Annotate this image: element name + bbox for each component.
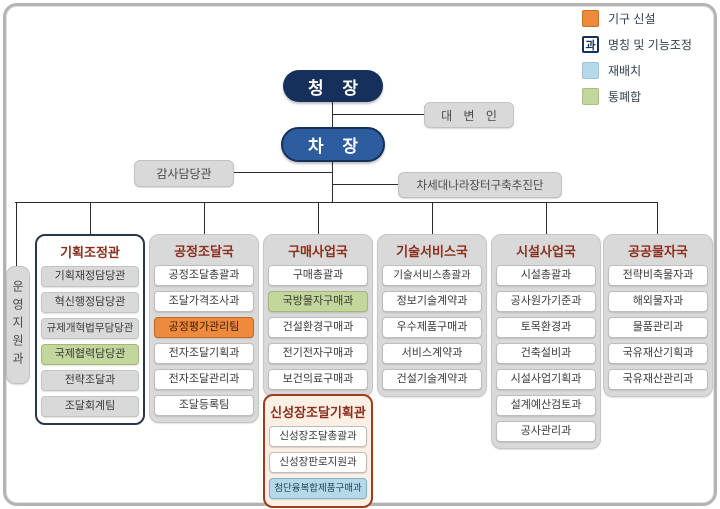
dept-item: 전기전자구매과 bbox=[268, 343, 368, 364]
connector-audit bbox=[231, 172, 332, 173]
dept-item: 신성장판로지원과 bbox=[269, 452, 367, 473]
column-title: 구매사업국 bbox=[288, 244, 348, 259]
connector-drop-col4 bbox=[432, 202, 433, 234]
legend-item-relocate: 재배치 bbox=[582, 61, 692, 80]
dept-item: 공정평가관리팀 bbox=[154, 317, 254, 338]
dept-item: 설계예산검토과 bbox=[496, 395, 596, 416]
node-spokesperson: 대 변 인 bbox=[424, 102, 514, 128]
dept-item: 물품관리과 bbox=[608, 317, 708, 338]
connector-drop-col3 bbox=[318, 202, 319, 234]
subgroup-title: 신성장조달기획관 bbox=[270, 405, 366, 420]
dept-item: 해외물자과 bbox=[608, 291, 708, 312]
dept-item: 공사원가기준과 bbox=[496, 291, 596, 312]
legend-item-rename: 과 명칭 및 기능조정 bbox=[582, 35, 692, 54]
legend-item-merge: 통폐합 bbox=[582, 87, 692, 106]
dept-item: 서비스계약과 bbox=[382, 343, 482, 364]
dept-item: 국제협력담당관 bbox=[41, 344, 139, 365]
column-title: 기술서비스국 bbox=[396, 244, 468, 259]
dept-item: 조달회계팀 bbox=[41, 396, 139, 417]
dept-item: 우수제품구매과 bbox=[382, 317, 482, 338]
dept-item: 구매총괄과 bbox=[268, 265, 368, 286]
connector-drop-operations bbox=[16, 202, 17, 266]
column-title: 기획조정관 bbox=[60, 245, 120, 260]
dept-item: 혁신행정담당관 bbox=[41, 292, 139, 313]
connector-main-rail bbox=[15, 202, 658, 203]
legend-label: 기구 신설 bbox=[608, 12, 656, 26]
node-operations-support: 운영지원과 bbox=[6, 266, 30, 384]
column-title: 시설사업국 bbox=[516, 244, 576, 259]
legend-label: 명칭 및 기능조정 bbox=[608, 38, 692, 52]
dept-item: 토목환경과 bbox=[496, 317, 596, 338]
connector-nextgen bbox=[332, 184, 398, 185]
dept-item: 국방물자구매과 bbox=[268, 291, 368, 312]
dept-item: 시설사업기획과 bbox=[496, 369, 596, 390]
dept-item: 전략조달과 bbox=[41, 370, 139, 391]
dept-item: 건설환경구매과 bbox=[268, 317, 368, 338]
legend-item-new: 기구 신설 bbox=[582, 9, 692, 28]
dept-item: 조달가격조사과 bbox=[154, 291, 254, 312]
dept-item: 정보기술계약과 bbox=[382, 291, 482, 312]
dept-item: 공사관리과 bbox=[496, 421, 596, 442]
dept-item: 보건의료구매과 bbox=[268, 369, 368, 390]
dept-item: 첨단융복합제품구매과 bbox=[269, 478, 367, 499]
connector-drop-col2 bbox=[204, 202, 205, 234]
legend-label: 재배치 bbox=[608, 64, 642, 78]
dept-item: 신성장조달총괄과 bbox=[269, 426, 367, 447]
legend-swatch-new bbox=[582, 10, 599, 27]
column-title: 공정조달국 bbox=[174, 244, 234, 259]
legend-label: 통폐합 bbox=[608, 90, 642, 104]
dept-item: 조달등록팀 bbox=[154, 395, 254, 416]
connector-drop-col1 bbox=[90, 202, 91, 234]
connector-drop-col6 bbox=[657, 202, 658, 234]
dept-item: 전략비축물자과 bbox=[608, 265, 708, 286]
legend-swatch-merge bbox=[582, 88, 599, 105]
dept-item: 국유재산관리과 bbox=[608, 369, 708, 390]
dept-item: 시설총괄과 bbox=[496, 265, 596, 286]
legend-swatch-relocate bbox=[582, 62, 599, 79]
node-audit-officer: 감사담당관 bbox=[134, 160, 234, 187]
dept-item: 기획재정담당관 bbox=[41, 266, 139, 287]
connector-drop-col5 bbox=[546, 202, 547, 234]
dept-item: 규제개혁법무담당관 bbox=[41, 318, 139, 339]
connector-spokesperson bbox=[332, 114, 424, 115]
node-chief: 청 장 bbox=[283, 70, 383, 102]
dept-item: 건축설비과 bbox=[496, 343, 596, 364]
dept-item: 전자조달관리과 bbox=[154, 369, 254, 390]
node-nextgen-taskforce: 차세대나라장터구축추진단 bbox=[398, 172, 562, 198]
dept-item: 전자조달기획과 bbox=[154, 343, 254, 364]
dept-item: 국유재산기획과 bbox=[608, 343, 708, 364]
dept-item: 기술서비스총괄과 bbox=[382, 265, 482, 286]
node-deputy: 차 장 bbox=[281, 127, 385, 162]
dept-item: 건설기술계약과 bbox=[382, 369, 482, 390]
legend-swatch-rename: 과 bbox=[582, 36, 599, 53]
column-title: 공공물자국 bbox=[628, 244, 688, 259]
dept-item: 공정조달총괄과 bbox=[154, 265, 254, 286]
